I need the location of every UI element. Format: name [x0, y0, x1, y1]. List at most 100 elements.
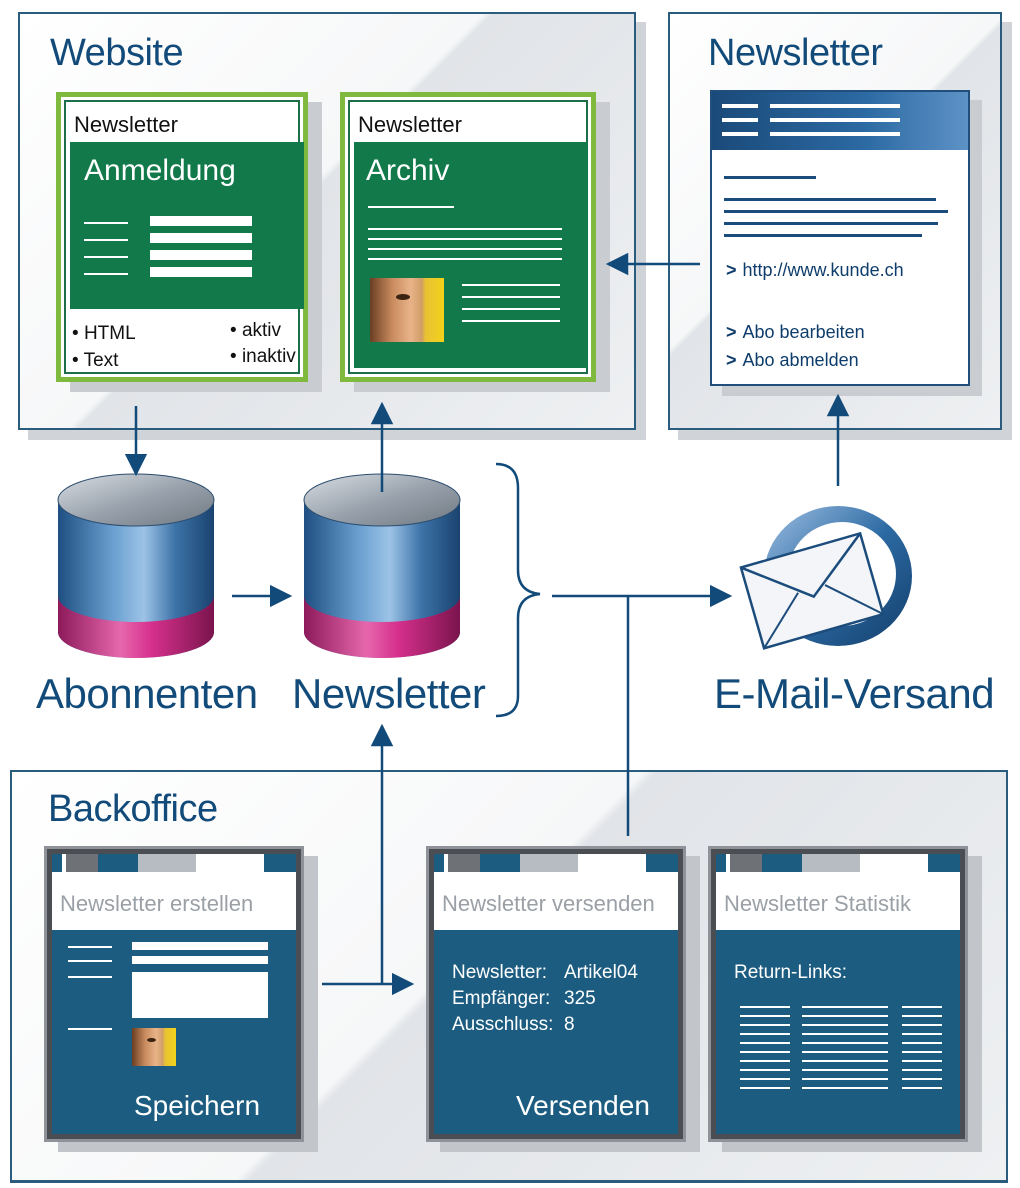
window-tab — [520, 854, 578, 872]
link-abo-abmelden[interactable]: >Abo abmelden — [726, 350, 859, 370]
email-dispatch-label: E-Mail-Versand — [714, 670, 995, 717]
form-label-line — [84, 222, 128, 224]
backoffice-title: Backoffice — [48, 788, 218, 830]
save-button[interactable]: Speichern — [134, 1090, 261, 1121]
archive-teaser-line — [462, 284, 560, 286]
form-input-field[interactable] — [150, 233, 252, 243]
window-tab — [762, 854, 802, 872]
return-links-row-line — [802, 1060, 888, 1062]
create-window-body: Speichern — [52, 930, 296, 1134]
return-links-row-line — [802, 1024, 888, 1026]
website-panel: Website Newsletter Anmeldung • HTML • Te… — [18, 12, 636, 430]
stats-window-tabbar — [716, 854, 960, 872]
window-tab — [716, 854, 726, 872]
window-tab — [264, 854, 296, 872]
archive-title-underline — [368, 206, 454, 208]
send-window-frame: Newsletter versenden Newsletter: Artikel… — [434, 854, 678, 1134]
subscribers-database-icon — [57, 473, 215, 658]
send-field-label: Newsletter: — [452, 962, 548, 983]
window-tab — [98, 854, 138, 872]
return-links-row-line — [740, 1042, 790, 1044]
create-newsletter-window[interactable]: Newsletter erstellen Speichern — [44, 846, 304, 1142]
grouping-brace — [495, 462, 541, 718]
return-links-row-line — [740, 1060, 790, 1062]
format-option-html[interactable]: • HTML — [72, 323, 136, 344]
signup-card-header: Newsletter — [74, 112, 178, 137]
email-body-line — [724, 198, 936, 201]
return-links-row-line — [740, 1087, 790, 1089]
return-links-row-line — [802, 1051, 888, 1053]
signup-title: Anmeldung — [84, 154, 236, 187]
form-input-field[interactable] — [150, 267, 252, 277]
send-field-value: 325 — [564, 988, 596, 1009]
form-label-line — [84, 256, 128, 258]
return-links-row-line — [802, 1006, 888, 1008]
return-links-row-line — [802, 1015, 888, 1017]
email-header-line — [722, 104, 758, 108]
return-links-row-line — [802, 1033, 888, 1035]
create-label-line — [68, 946, 112, 948]
return-links-row-line — [740, 1051, 790, 1053]
email-header-line — [770, 132, 900, 136]
send-window-tabbar — [434, 854, 678, 872]
archive-teaser-line — [462, 320, 560, 322]
return-links-row-line — [740, 1015, 790, 1017]
create-input-field[interactable] — [132, 942, 268, 950]
archive-text-line — [368, 248, 562, 250]
create-textarea[interactable] — [132, 972, 268, 1018]
newsletter-panel-title: Newsletter — [708, 32, 883, 74]
status-option-inaktiv[interactable]: • inaktiv — [230, 346, 296, 367]
form-label-line — [84, 239, 128, 241]
return-links-row-line — [902, 1060, 942, 1062]
stats-window-body: Return-Links: — [716, 930, 960, 1134]
website-title: Website — [50, 32, 184, 74]
stats-window-header: Newsletter Statistik — [716, 878, 960, 930]
send-window-header: Newsletter versenden — [434, 878, 678, 930]
send-button[interactable]: Versenden — [516, 1090, 650, 1121]
window-tab — [434, 854, 444, 872]
archive-teaser-line — [462, 308, 560, 310]
email-body-line — [724, 210, 948, 213]
link-abo-bearbeiten[interactable]: >Abo bearbeiten — [726, 322, 865, 342]
return-links-row-line — [802, 1042, 888, 1044]
stats-window-frame: Newsletter Statistik Return-Links: — [716, 854, 960, 1134]
form-input-field[interactable] — [150, 250, 252, 260]
return-links-row-line — [902, 1033, 942, 1035]
create-window-frame: Newsletter erstellen Speichern — [52, 854, 296, 1134]
send-field-value: Artikel04 — [564, 962, 638, 983]
window-tab — [802, 854, 860, 872]
signup-form-area: Anmeldung — [70, 142, 304, 309]
statistics-window[interactable]: Newsletter Statistik Return-Links: — [708, 846, 968, 1142]
email-body-line — [724, 176, 816, 179]
return-links-row-line — [802, 1078, 888, 1080]
link-kunde-website[interactable]: >http://www.kunde.ch — [726, 260, 904, 280]
status-option-aktiv[interactable]: • aktiv — [230, 320, 282, 341]
email-body-line — [724, 222, 938, 225]
archive-card[interactable]: Newsletter Archiv — [340, 92, 596, 382]
signup-card[interactable]: Newsletter Anmeldung • HTML • Text • akt… — [56, 92, 308, 382]
return-links-row-line — [902, 1006, 942, 1008]
create-label-line — [68, 960, 112, 962]
window-tab — [646, 854, 678, 872]
create-input-field[interactable] — [132, 956, 268, 964]
archive-text-line — [368, 238, 562, 240]
newsletter-db-label: Newsletter — [292, 670, 486, 717]
email-header-line — [722, 118, 758, 122]
window-tab — [138, 854, 196, 872]
create-label-line — [68, 976, 112, 978]
return-links-row-line — [902, 1051, 942, 1053]
send-field-label: Empfänger: — [452, 988, 551, 1009]
window-tab — [66, 854, 98, 872]
form-input-field[interactable] — [150, 216, 252, 226]
archive-card-frame: Newsletter Archiv — [348, 100, 588, 374]
email-body-line — [724, 234, 922, 237]
send-newsletter-window[interactable]: Newsletter versenden Newsletter: Artikel… — [426, 846, 686, 1142]
email-header-bar — [712, 92, 968, 150]
create-window-header: Newsletter erstellen — [52, 878, 296, 930]
format-option-text[interactable]: • Text — [72, 350, 119, 371]
window-tab — [448, 854, 480, 872]
window-tab — [52, 854, 62, 872]
subscribers-label: Abonnenten — [36, 670, 258, 717]
signup-card-frame: Newsletter Anmeldung • HTML • Text • akt… — [64, 100, 304, 374]
